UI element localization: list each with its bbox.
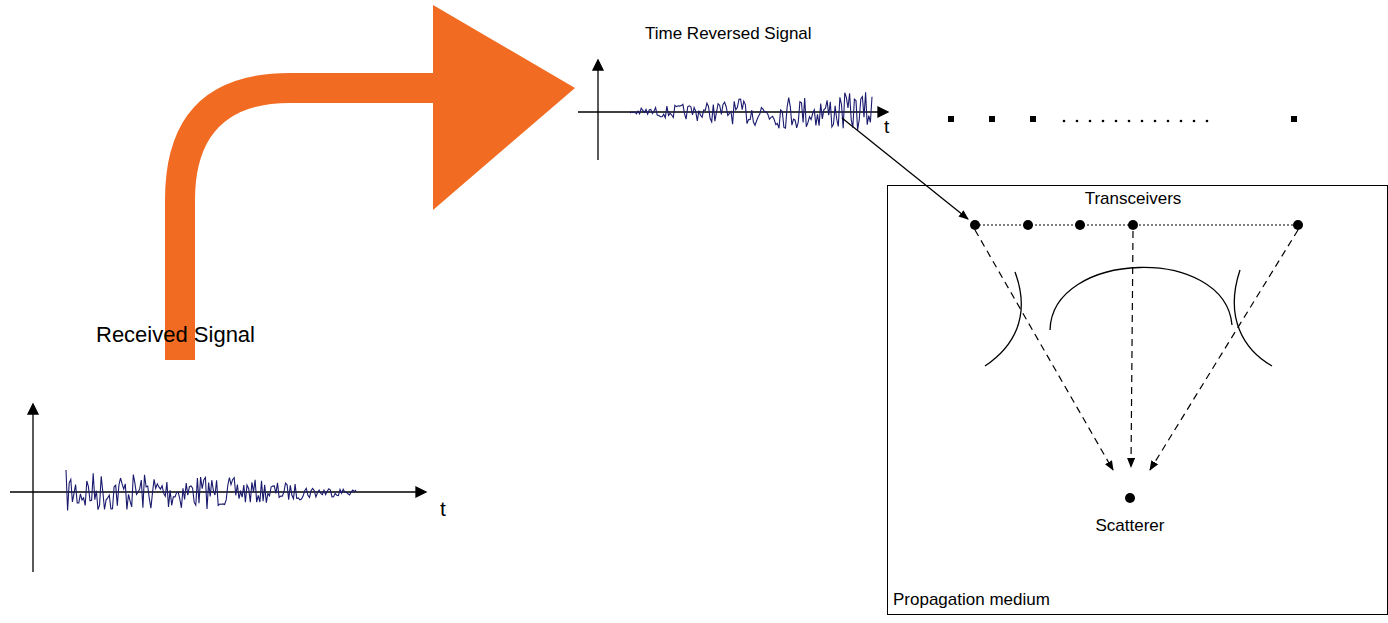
transceiver-dots <box>970 220 1303 230</box>
small-dots <box>1063 120 1209 123</box>
feed-arrow <box>842 118 968 219</box>
box-label: Propagation medium <box>893 590 1050 610</box>
ray-arrows <box>975 230 1298 470</box>
scatterer-label: Scatterer <box>1096 516 1165 536</box>
received-axes <box>10 404 426 572</box>
ellipsis-dots <box>948 116 1297 122</box>
scatterer-dot <box>1125 493 1135 503</box>
axis-label: t <box>884 116 889 138</box>
signal-title: Received Signal <box>96 322 255 347</box>
waveforms <box>66 92 872 510</box>
signal-trace <box>66 470 356 511</box>
array-label: Transceivers <box>1085 189 1182 209</box>
signal-trace <box>630 92 872 129</box>
orange-arrow <box>165 5 575 360</box>
signal-title: Time Reversed Signal <box>645 24 812 44</box>
reversed-axes <box>578 60 888 160</box>
wavefronts <box>985 267 1272 366</box>
medium-box: Propagation medium <box>887 185 1388 615</box>
axis-label: t <box>440 497 446 521</box>
